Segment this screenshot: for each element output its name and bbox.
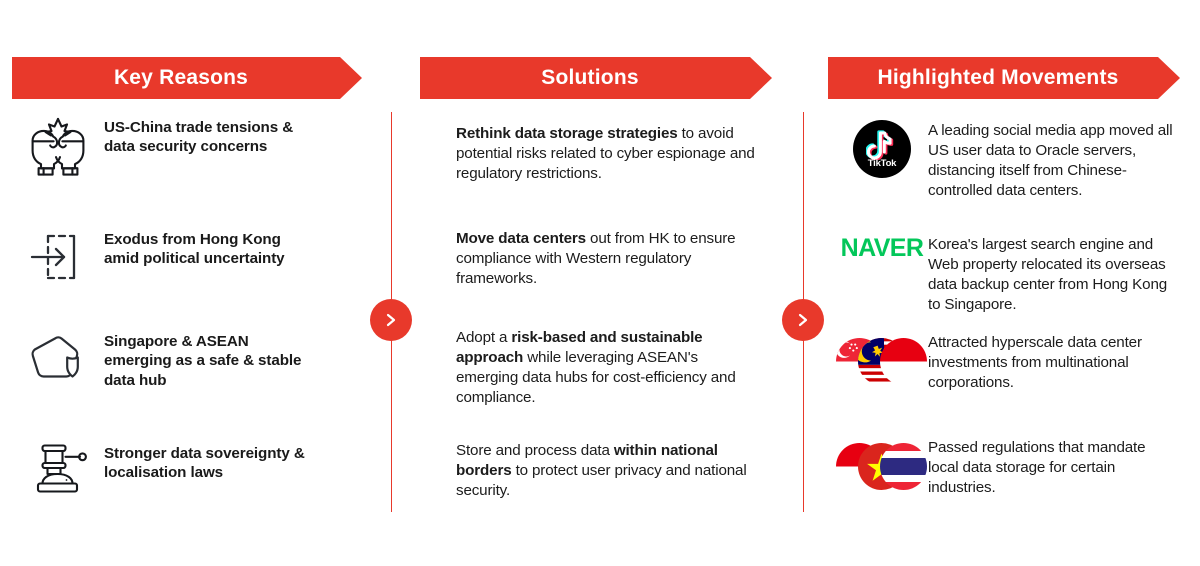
solution-bold-mid: within national borders bbox=[456, 442, 718, 480]
flag-cluster-sg-my-id bbox=[836, 332, 928, 390]
solution-rest: out from HK to ensure compliance with We… bbox=[456, 230, 736, 288]
key-reason-line: Exodus from Hong Kong bbox=[104, 231, 281, 248]
solution-bold-mid: risk-based and sustainable approach bbox=[456, 329, 703, 367]
chevron-right-icon bbox=[796, 312, 810, 328]
key-reason-item: Exodus from Hong Kong amid political unc… bbox=[12, 228, 372, 286]
key-reason-line: Singapore & ASEAN bbox=[104, 333, 249, 350]
key-reason-line: US-China trade tensions & bbox=[104, 119, 294, 136]
naver-logo: NAVER bbox=[836, 234, 928, 263]
banner-solutions-label: Solutions bbox=[541, 66, 639, 89]
flow-arrow-reasons-to-solutions[interactable] bbox=[370, 299, 412, 341]
flag-cluster bbox=[836, 437, 928, 495]
movement-item: NAVER Korea's largest search engine and … bbox=[836, 234, 1188, 315]
movement-text: A leading social media app moved all US … bbox=[928, 122, 1173, 200]
movement-text: Attracted hyperscale data center investm… bbox=[928, 334, 1142, 392]
key-reason-text: Stronger data sovereignty & localisation… bbox=[104, 442, 305, 483]
shielded-hub-icon bbox=[12, 330, 104, 388]
key-reason-line: amid political uncertainty bbox=[104, 250, 285, 268]
gavel-icon bbox=[12, 442, 104, 500]
key-reason-line: Stronger data sovereignty & bbox=[104, 445, 305, 462]
solution-item: Adopt a risk-based and sustainable appro… bbox=[456, 328, 756, 408]
flag-cluster bbox=[836, 332, 928, 390]
flag-cluster-id-vn-th bbox=[836, 437, 928, 495]
solution-tail: to protect user privacy and national sec… bbox=[456, 462, 747, 500]
naver-wordmark: NAVER bbox=[840, 234, 924, 262]
solution-item: Store and process data within national b… bbox=[456, 441, 756, 501]
movement-text: Passed regulations that mandate local da… bbox=[928, 439, 1146, 497]
solution-bold-lead: Move data centers bbox=[456, 230, 586, 247]
solution-tail: while leveraging ASEAN's emerging data h… bbox=[456, 349, 736, 407]
solution-bold-lead: Rethink data storage strategies bbox=[456, 125, 678, 142]
tiktok-logo: TikTok bbox=[836, 120, 928, 178]
solution-item: Move data centers out from HK to ensure … bbox=[456, 229, 756, 289]
banner-key-reasons: Key Reasons bbox=[12, 57, 362, 99]
banner-solutions: Solutions bbox=[420, 57, 772, 99]
key-reason-text: Exodus from Hong Kong amid political unc… bbox=[104, 228, 285, 269]
banner-highlighted-movements-label: Highlighted Movements bbox=[877, 66, 1119, 89]
solution-pre: Store and process data bbox=[456, 442, 614, 459]
thailand-flag-icon bbox=[880, 443, 927, 490]
key-reason-line: data security concerns bbox=[104, 138, 268, 156]
movement-item: Attracted hyperscale data center investm… bbox=[836, 332, 1188, 393]
key-reason-line: emerging as a safe & stable bbox=[104, 352, 302, 370]
key-reason-text: Singapore & ASEAN emerging as a safe & s… bbox=[104, 330, 301, 390]
solution-text: Move data centers out from HK to ensure … bbox=[456, 229, 756, 289]
flow-arrow-solutions-to-movements[interactable] bbox=[782, 299, 824, 341]
solution-text: Rethink data storage strategies to avoid… bbox=[456, 124, 756, 184]
solution-text: Adopt a risk-based and sustainable appro… bbox=[456, 328, 756, 408]
movement-text: Korea's largest search engine and Web pr… bbox=[928, 236, 1168, 314]
key-reason-item: Singapore & ASEAN emerging as a safe & s… bbox=[12, 330, 372, 390]
solution-text: Store and process data within national b… bbox=[456, 441, 756, 501]
indonesia-flag-icon bbox=[880, 338, 927, 385]
boxing-gloves-clash-icon bbox=[12, 116, 104, 178]
solution-pre: Adopt a bbox=[456, 329, 512, 346]
solution-rest: to avoid potential risks related to cybe… bbox=[456, 125, 755, 183]
tiktok-wordmark: TikTok bbox=[867, 158, 897, 169]
tiktok-note-icon bbox=[866, 130, 894, 160]
solution-item: Rethink data storage strategies to avoid… bbox=[456, 124, 756, 184]
exit-door-arrow-icon bbox=[12, 228, 104, 286]
movement-item: Passed regulations that mandate local da… bbox=[836, 437, 1188, 498]
key-reason-line: data hub bbox=[104, 371, 167, 389]
key-reason-text: US-China trade tensions & data security … bbox=[104, 116, 293, 157]
banner-key-reasons-label: Key Reasons bbox=[113, 66, 249, 89]
key-reason-line: localisation laws bbox=[104, 464, 223, 482]
chevron-right-icon bbox=[384, 312, 398, 328]
tiktok-badge: TikTok bbox=[853, 120, 911, 178]
key-reason-item: US-China trade tensions & data security … bbox=[12, 116, 372, 178]
movement-item: TikTok A leading social media app moved … bbox=[836, 120, 1188, 201]
key-reason-item: Stronger data sovereignty & localisation… bbox=[12, 442, 372, 500]
banner-highlighted-movements: Highlighted Movements bbox=[828, 57, 1180, 99]
